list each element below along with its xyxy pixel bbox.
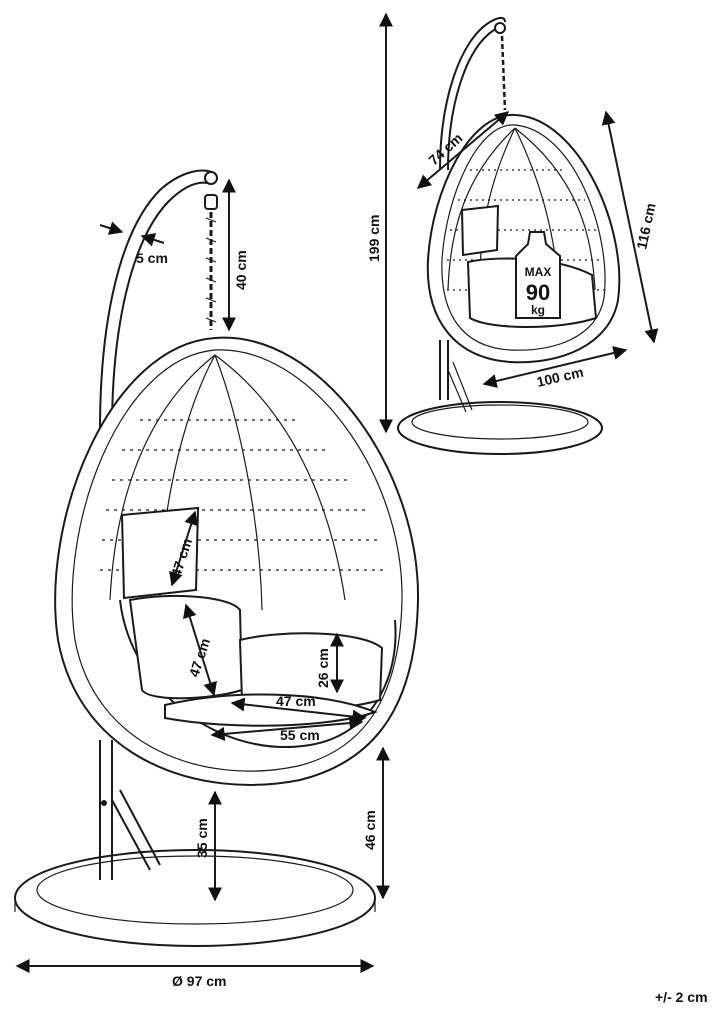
tolerance-note: +/- 2 cm xyxy=(655,989,708,1005)
max-load-tag: MAX 90 kg xyxy=(515,231,561,319)
label-seat-depth: 47 cm xyxy=(276,693,316,709)
label-frame-offset: 5 cm xyxy=(136,250,168,266)
large-base xyxy=(14,849,376,947)
large-chair: 5 cm 40 cm 47 cm 47 cm 26 cm 47 cm 55 cm xyxy=(14,169,420,989)
label-seat-width: 55 cm xyxy=(280,727,320,743)
label-chain-length: 40 cm xyxy=(233,250,249,290)
dim-seat-depth: 47 cm xyxy=(230,693,367,724)
dim-base-diameter: Ø 97 cm xyxy=(15,959,375,989)
label-basket-height: 116 cm xyxy=(633,202,658,251)
large-stand xyxy=(99,169,213,880)
label-seat-height: 35 cm xyxy=(194,818,210,858)
dim-seat-height: 35 cm xyxy=(194,790,222,902)
label-total-height: 199 cm xyxy=(366,215,382,262)
dim-chain-length: 40 cm xyxy=(222,178,249,332)
dim-total-height: 199 cm xyxy=(366,12,393,434)
label-max: MAX xyxy=(525,265,552,279)
dim-seat-width: 55 cm xyxy=(210,716,364,743)
small-chair: MAX 90 kg 199 cm 74 cm 116 cm 100 cm xyxy=(366,12,659,455)
dim-frame-offset: 5 cm xyxy=(99,221,168,266)
small-base xyxy=(397,401,603,455)
dim-cushion-thickness: 26 cm xyxy=(315,632,344,694)
large-chain xyxy=(204,171,218,330)
label-cushion-thickness: 26 cm xyxy=(315,648,331,688)
small-basket xyxy=(426,113,621,364)
dim-basket-bottom-height: 46 cm xyxy=(362,746,390,900)
label-max-value: 90 xyxy=(526,280,550,305)
label-basket-width: 100 cm xyxy=(535,364,585,390)
label-base-diameter: Ø 97 cm xyxy=(172,973,226,989)
label-max-unit: kg xyxy=(531,303,545,317)
label-basket-bottom-height: 46 cm xyxy=(362,810,378,850)
